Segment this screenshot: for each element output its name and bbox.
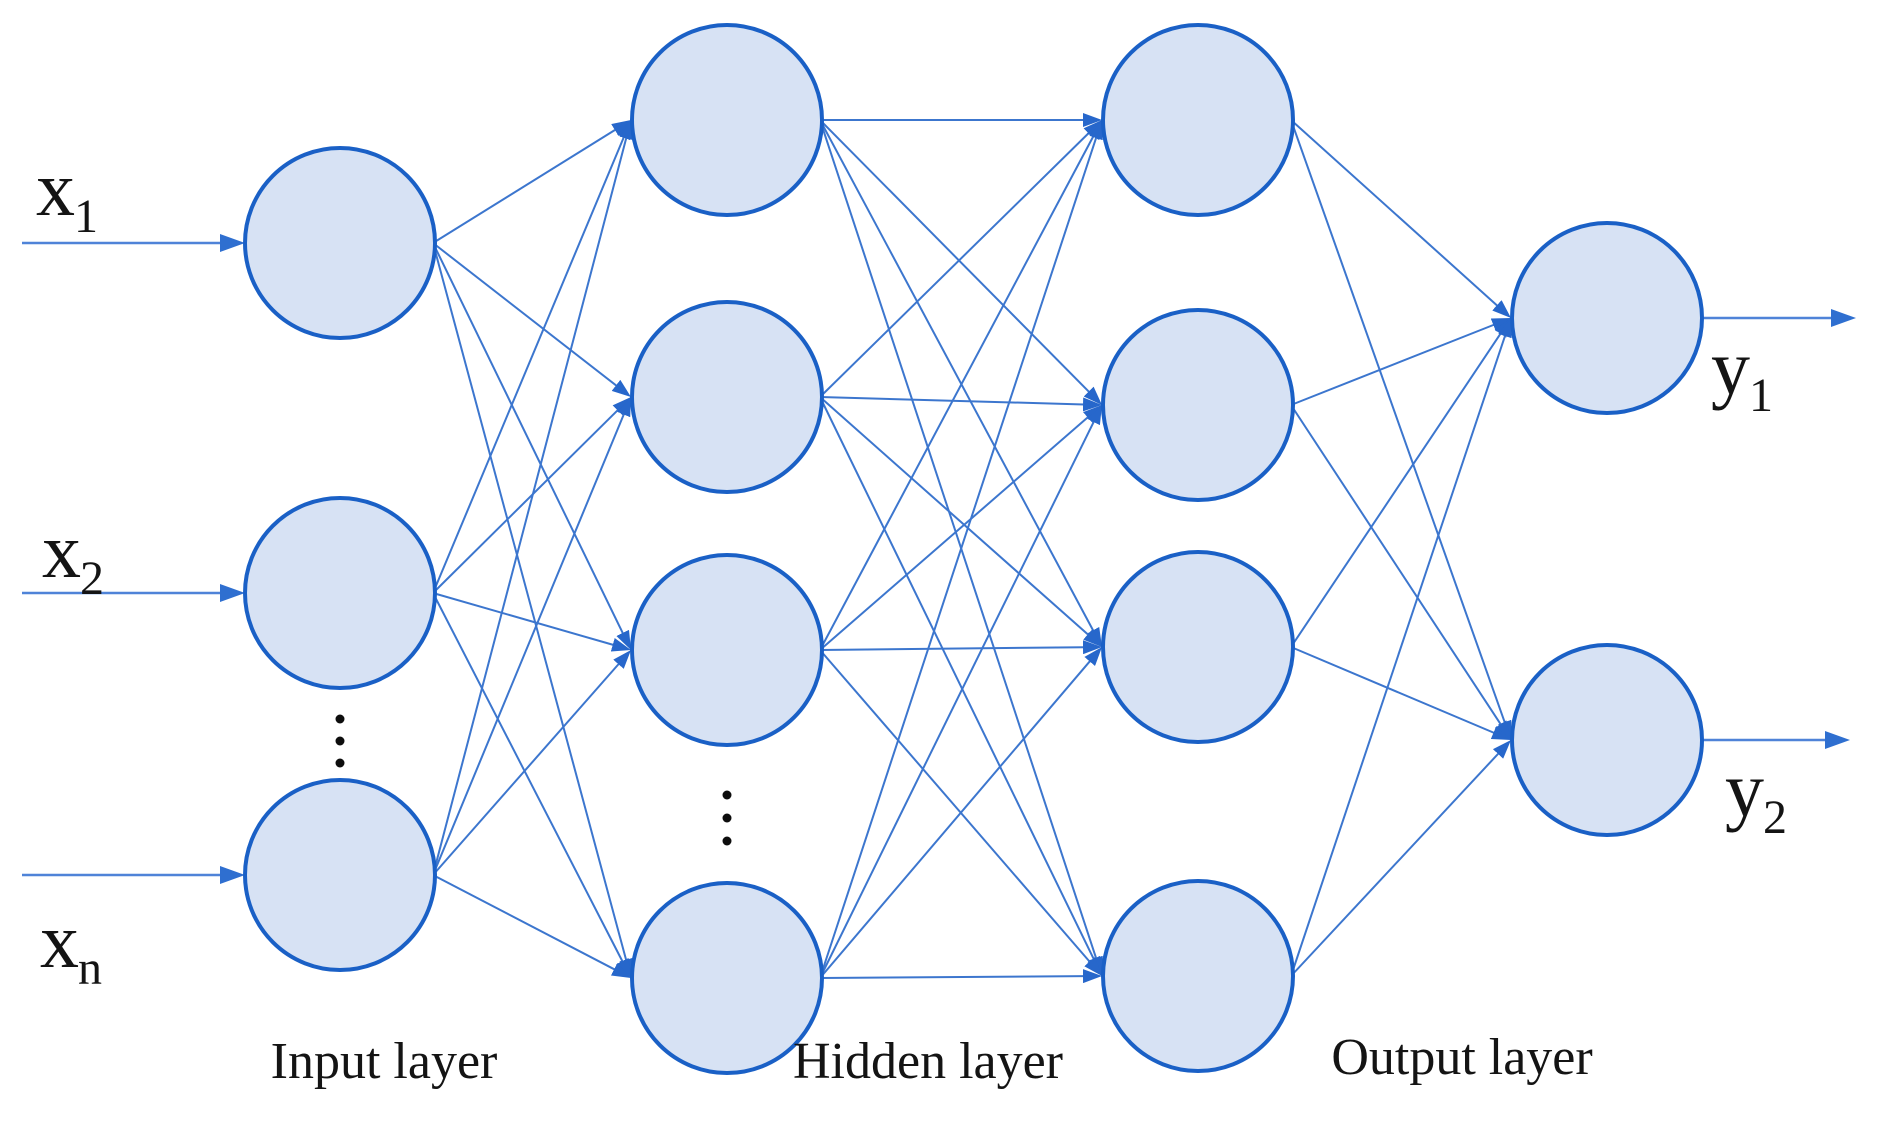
node-hidden2-1 [1101,23,1295,217]
node-hidden2-2 [1101,308,1295,502]
label-output-y1-subscript: 1 [1749,369,1773,422]
edge-input-1-hidden1-1 [432,119,632,244]
node-input-2 [243,496,437,690]
node-output-1 [1510,221,1704,415]
node-input-1 [243,146,437,340]
edge-hidden2-2-output-1 [1290,317,1512,406]
nodes-layer [243,23,1704,1075]
edge-input-3-hidden1-3 [432,649,632,876]
edge-input-2-hidden1-3 [432,592,632,652]
edge-hidden2-4-output-2 [1290,740,1511,977]
label-input-x3-subscript: n [78,942,102,995]
edge-hidden1-3-hidden2-1 [819,119,1102,651]
edge-input-1-hidden1-2 [432,242,632,397]
edge-hidden1-4-hidden2-4 [819,969,1103,984]
edge-input-1-hidden1-3 [432,242,631,651]
node-hidden1-1 [630,23,824,217]
node-hidden1-3 [630,553,824,747]
node-hidden2-4 [1101,879,1295,1073]
edge-hidden2-4-output-1 [1290,318,1512,977]
edge-hidden2-3-output-2 [1290,646,1512,740]
node-input-3 [243,778,437,972]
edge-hidden1-1-hidden2-4 [819,119,1103,976]
caption-hidden-layer: Hidden layer [793,1033,1063,1090]
edge-hidden2-1-output-2 [1290,119,1512,741]
ellipsis-dot-input-1 [335,714,345,724]
edge-input-3-hidden1-1 [432,120,633,876]
edge-input-2-hidden1-1 [432,120,631,594]
ellipsis-dot-input-2 [335,736,345,746]
node-hidden1-4 [630,881,824,1075]
edge-hidden2-3-output-1 [1290,317,1511,648]
label-output-y2-subscript: 2 [1763,791,1787,844]
edge-hidden1-1-hidden2-2 [819,119,1103,406]
edge-hidden1-3-hidden2-2 [819,404,1102,651]
edge-hidden2-2-output-2 [1290,404,1511,740]
edge-input-1-hidden1-4 [432,242,633,979]
edge-hidden1-4-hidden2-1 [819,120,1103,979]
caption-input-layer: Input layer [271,1033,498,1090]
edge-hidden1-3-hidden2-4 [819,649,1103,977]
edge-hidden1-2-hidden2-4 [819,396,1102,976]
node-hidden2-3 [1101,550,1295,744]
edge-hidden1-4-hidden2-3 [819,646,1102,979]
label-input-x2-base: x [42,507,81,594]
label-input-x3-base: x [40,897,79,984]
edges-layer [432,113,1512,984]
node-hidden1-2 [630,300,824,494]
label-input-x1-base: x [36,145,75,232]
ellipsis-dot-hidden1-1 [722,790,732,800]
label-input-x1-subscript: 1 [74,190,98,243]
edge-hidden2-1-output-1 [1290,119,1512,319]
ellipsis-dot-hidden1-3 [722,836,732,846]
label-input-x2-subscript: 2 [80,552,104,605]
caption-output-layer: Output layer [1331,1029,1592,1086]
edge-input-2-hidden1-2 [432,396,632,594]
edge-hidden1-1-hidden2-3 [819,119,1103,648]
edge-input-2-hidden1-4 [432,592,632,978]
label-output-y2-base: y [1725,746,1764,833]
ellipsis-layer [335,714,732,846]
edge-hidden1-3-hidden2-3 [819,640,1102,655]
io-arrows-layer [22,234,1856,884]
label-output-y1-base: y [1711,324,1750,411]
edge-input-3-hidden1-4 [432,874,632,979]
edge-hidden1-2-hidden2-1 [819,119,1102,398]
ellipsis-dot-input-3 [335,758,345,768]
ellipsis-dot-hidden1-2 [722,813,732,823]
edge-hidden1-4-hidden2-2 [819,405,1102,979]
node-output-2 [1510,643,1704,837]
edge-hidden1-2-hidden2-3 [819,396,1103,648]
edge-input-3-hidden1-2 [432,397,631,876]
